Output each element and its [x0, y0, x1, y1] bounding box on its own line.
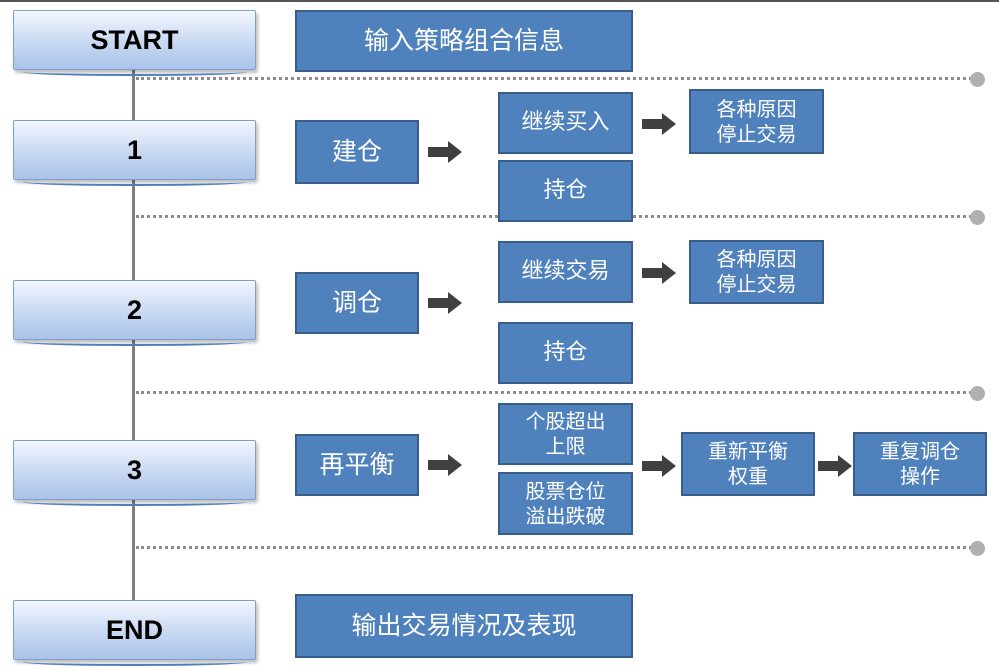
arrow-right-icon: [642, 262, 676, 284]
top-rule: [0, 0, 999, 2]
separator-3-dot: [970, 386, 985, 401]
continue-trade-box: 继续交易: [498, 241, 633, 303]
arrow-right-icon: [428, 292, 462, 314]
arrow-right-icon: [428, 454, 462, 476]
input-strategy-box: 输入策略组合信息: [295, 10, 633, 72]
stop-trading-box-1: 各种原因 停止交易: [689, 89, 824, 154]
stage-end: END: [13, 600, 256, 666]
arrow-right-icon: [428, 141, 462, 163]
reweight-box: 重新平衡 权重: [681, 432, 815, 496]
stage-2: 2: [13, 280, 256, 346]
separator-3: [136, 391, 972, 394]
repeat-rebalance-box: 重复调仓 操作: [853, 432, 987, 496]
arrow-right-icon: [642, 113, 676, 135]
separator-4-dot: [970, 541, 985, 556]
separator-1-dot: [970, 72, 985, 87]
hold-box-1: 持仓: [498, 160, 633, 222]
build-position-box: 建仓: [295, 120, 419, 184]
continue-buy-box: 继续买入: [498, 92, 633, 154]
separator-2-dot: [970, 210, 985, 225]
arrow-right-icon: [818, 455, 852, 477]
separator-1: [136, 77, 972, 80]
stage-start: START: [13, 10, 256, 76]
separator-4: [136, 546, 972, 549]
arrow-right-icon: [642, 455, 676, 477]
stock-over-limit-box: 个股超出 上限: [498, 403, 633, 465]
rebalance-position-box: 调仓: [295, 272, 419, 334]
output-results-box: 输出交易情况及表现: [295, 594, 633, 658]
rebalance-box: 再平衡: [295, 434, 419, 496]
hold-box-2: 持仓: [498, 322, 633, 384]
stage-3: 3: [13, 440, 256, 506]
stop-trading-box-2: 各种原因 停止交易: [689, 240, 824, 304]
stage-1: 1: [13, 120, 256, 186]
position-breach-box: 股票仓位 溢出跌破: [498, 472, 633, 535]
